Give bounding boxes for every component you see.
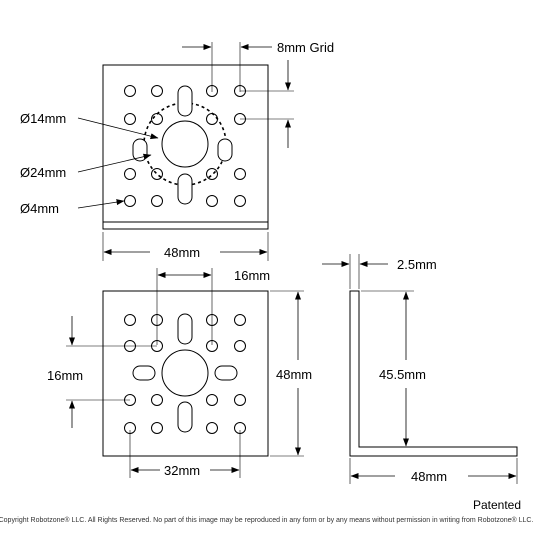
side-width-label: 48mm [411, 469, 447, 484]
top-grid-hole [206, 195, 218, 207]
side-thickness-label: 2.5mm [397, 257, 437, 272]
top-width-label: 48mm [164, 245, 200, 260]
top-center-bore [161, 120, 209, 168]
front-slot-left [132, 365, 156, 381]
grid-label: 8mm Grid [277, 40, 334, 55]
front-grid-hole [151, 394, 163, 406]
front-height-dimension [270, 290, 304, 457]
front-hole-pattern [124, 314, 246, 434]
copyright-notice: Copyright Robotzone® LLC. All Rights Res… [0, 516, 533, 524]
front-slot-upper [177, 313, 193, 345]
front-32mm-label: 32mm [164, 463, 200, 478]
top-grid-hole [151, 113, 163, 125]
front-grid-hole [234, 394, 246, 406]
top-grid-hole [124, 195, 136, 207]
top-grid-hole [234, 195, 246, 207]
front-height-label: 48mm [276, 367, 312, 382]
d24-label: Ø24mm [20, 165, 66, 180]
front-32mm-dimension [129, 430, 241, 478]
top-grid-hole [124, 113, 136, 125]
front-view [102, 290, 269, 457]
side-width-dimension [349, 458, 518, 484]
d4-label: Ø4mm [20, 201, 59, 216]
top-slot-lower [177, 173, 193, 205]
side-thickness-dimension [322, 254, 388, 289]
top-grid-hole [206, 168, 218, 180]
patented-label: Patented [473, 498, 521, 512]
front-slot-right [214, 365, 238, 381]
front-grid-hole [234, 340, 246, 352]
front-grid-hole [151, 422, 163, 434]
top-plate-edge [102, 221, 269, 230]
top-grid-hole [206, 113, 218, 125]
front-center-bore [161, 349, 209, 397]
top-grid-hole [124, 168, 136, 180]
side-height-label: 45.5mm [379, 367, 426, 382]
top-grid-hole [151, 195, 163, 207]
front-slot-lower [177, 401, 193, 433]
diameter-leaders [77, 117, 159, 209]
front-grid-hole [206, 394, 218, 406]
side-height-dimension [361, 290, 414, 448]
top-grid-hole [151, 85, 163, 97]
front-grid-hole [206, 422, 218, 434]
top-slot-right [217, 138, 233, 162]
side-profile-l [349, 290, 518, 457]
front-16mm-horizontal-dimension [156, 268, 213, 345]
grid-dimension [182, 42, 294, 148]
top-view [102, 64, 269, 230]
top-grid-hole [151, 168, 163, 180]
front-16mm-vertical-label: 16mm [47, 368, 83, 383]
top-slot-upper [177, 85, 193, 117]
front-grid-hole [124, 314, 136, 326]
top-grid-hole [234, 168, 246, 180]
front-grid-hole [234, 314, 246, 326]
d14-label: Ø14mm [20, 111, 66, 126]
front-16mm-vertical-dimension [66, 316, 157, 428]
top-hole-pattern [124, 85, 246, 207]
top-width-dimension [102, 232, 269, 261]
top-grid-hole [124, 85, 136, 97]
front-16mm-horizontal-label: 16mm [234, 268, 270, 283]
